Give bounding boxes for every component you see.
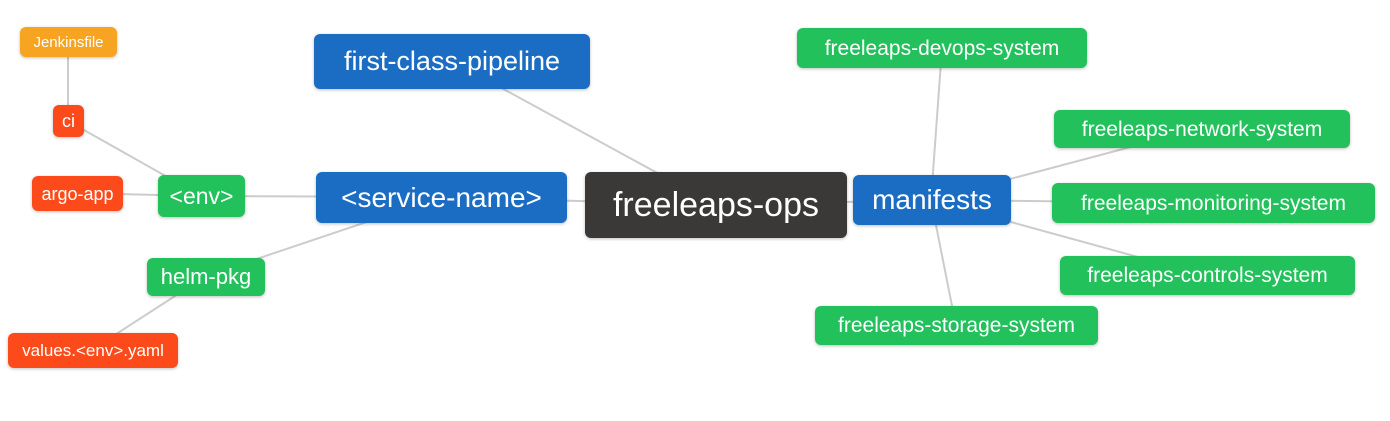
- node-ci[interactable]: ci: [53, 105, 84, 137]
- node-jenkinsfile[interactable]: Jenkinsfile: [20, 27, 117, 57]
- node-freeleaps-storage-system[interactable]: freeleaps-storage-system: [815, 306, 1098, 345]
- node-freeleaps-ops[interactable]: freeleaps-ops: [585, 172, 847, 238]
- node-freeleaps-devops-system[interactable]: freeleaps-devops-system: [797, 28, 1087, 68]
- node-values-file[interactable]: values.<env>.yaml: [8, 333, 178, 368]
- node-service-name[interactable]: <service-name>: [316, 172, 567, 223]
- node-first-class-pipeline[interactable]: first-class-pipeline: [314, 34, 590, 89]
- node-env[interactable]: <env>: [158, 175, 245, 217]
- node-freeleaps-network-system[interactable]: freeleaps-network-system: [1054, 110, 1350, 148]
- node-freeleaps-monitoring-system[interactable]: freeleaps-monitoring-system: [1052, 183, 1375, 223]
- node-helm-pkg[interactable]: helm-pkg: [147, 258, 265, 296]
- edge-manifests-devops: [930, 47, 943, 201]
- node-argo-app[interactable]: argo-app: [32, 176, 123, 211]
- node-manifests[interactable]: manifests: [853, 175, 1011, 225]
- node-freeleaps-controls-system[interactable]: freeleaps-controls-system: [1060, 256, 1355, 295]
